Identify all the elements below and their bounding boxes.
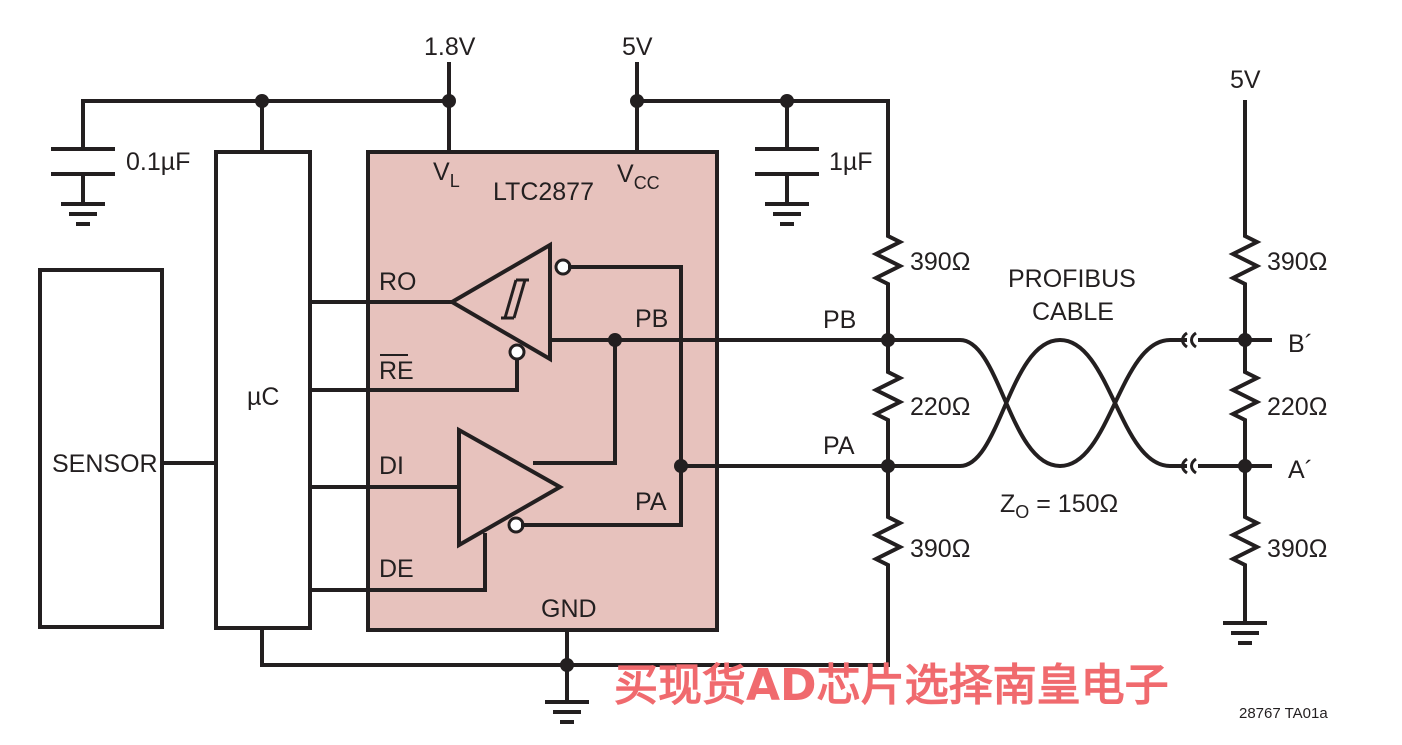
far-bot-res-label: 390Ω (1267, 535, 1327, 563)
pa-pin-label: PA (635, 488, 667, 516)
near-resistor-top (871, 228, 905, 342)
de-pin-label: DE (379, 555, 414, 583)
sensor-label: SENSOR (52, 450, 158, 478)
microcontroller-block (214, 150, 312, 630)
vl-supply-label: 1.8V (424, 33, 476, 61)
ro-pin-label: RO (379, 268, 417, 296)
far-mid-res-label: 220Ω (1267, 393, 1327, 421)
pb-internal-wire (533, 338, 890, 465)
cable-title-line2: CABLE (1032, 298, 1114, 326)
re-pin-label: RE (379, 357, 414, 385)
near-bot-res-label: 390Ω (910, 535, 970, 563)
near-mid-res-label: 220Ω (910, 393, 970, 421)
pa-bus-label: PA (823, 432, 855, 460)
ground-symbol-far (1223, 621, 1267, 645)
a-prime-label: A´ (1288, 456, 1313, 484)
far-resistor-top (1228, 228, 1262, 342)
far-resistor-mid (1228, 338, 1262, 468)
remote-supply-label: 5V (1230, 66, 1261, 94)
gnd-pin-label: GND (541, 595, 597, 623)
uc-label: µC (247, 383, 279, 411)
pa-internal-wire (521, 265, 890, 527)
far-resistor-bot (1228, 464, 1262, 625)
sensor-block (38, 268, 164, 629)
re-wire (308, 359, 519, 392)
near-resistor-bot (871, 464, 905, 667)
c1-label: 0.1µF (126, 148, 190, 176)
receiver-symbol (448, 241, 572, 363)
driver-symbol (457, 426, 565, 549)
pb-bus-label: PB (823, 306, 856, 334)
pb-pin-label: PB (635, 305, 668, 333)
vl-pin-label: VL (433, 158, 460, 191)
vl-rail-wire (81, 62, 451, 154)
figure-id: 28767 TA01a (1239, 705, 1328, 722)
capacitor-c1 (51, 147, 115, 226)
capacitor-c2 (755, 147, 819, 226)
di-pin-label: DI (379, 452, 404, 480)
near-top-res-label: 390Ω (910, 248, 970, 276)
far-top-res-label: 390Ω (1267, 248, 1327, 276)
vcc-pin-label: VCC (617, 160, 660, 193)
junction-dots (255, 94, 1252, 672)
b-prime-label: B´ (1288, 330, 1313, 358)
cable-impedance-label: ZO = 150Ω (1000, 490, 1118, 522)
near-resistor-mid (871, 338, 905, 468)
twisted-pair-cable (886, 331, 1272, 475)
chip-name-label: LTC2877 (493, 178, 594, 206)
de-wire (308, 533, 487, 592)
ground-symbol-main (545, 700, 589, 724)
vcc-supply-label: 5V (622, 33, 653, 61)
c2-label: 1µF (829, 148, 873, 176)
cable-title-line1: PROFIBUS (1008, 265, 1136, 293)
watermark-text: 买现货AD芯片选择南皇电子 (614, 660, 1169, 711)
